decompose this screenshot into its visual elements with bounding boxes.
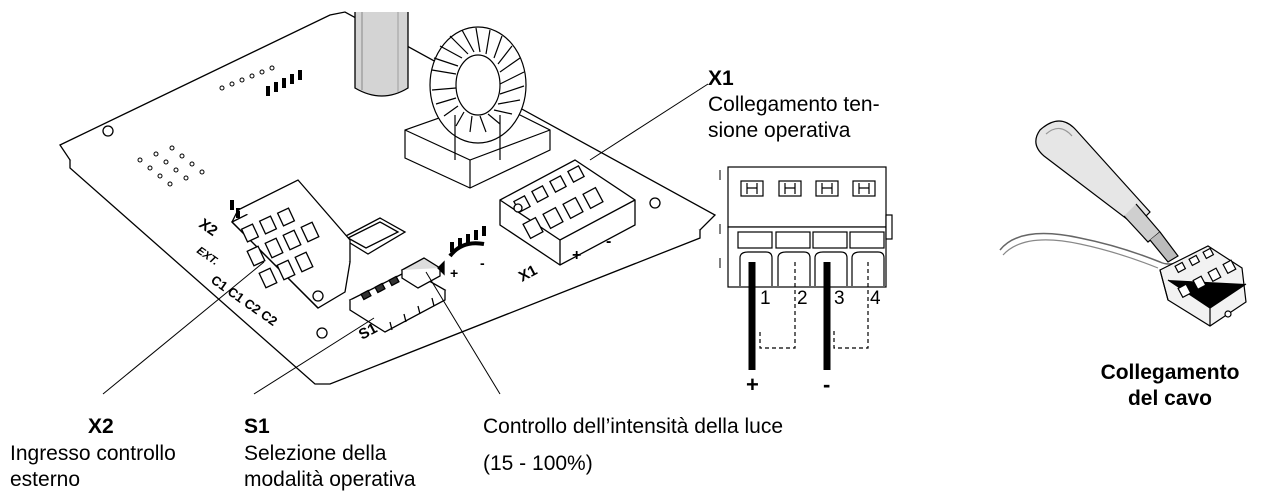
s1-callout-code: S1	[244, 415, 270, 438]
polarity-minus: -	[823, 372, 830, 397]
leader-lines	[102, 83, 709, 395]
dial-label-plus: +	[450, 265, 458, 281]
x2-connector	[230, 179, 351, 309]
x1-callout-line2: sione operativa	[708, 119, 851, 142]
capacitor	[354, 12, 409, 97]
leader-s1	[253, 317, 375, 395]
s1-callout-line2: modalità operativa	[244, 468, 416, 491]
terminal-wires	[748, 262, 869, 370]
board-dots	[137, 65, 275, 187]
board-label-x1: X1	[516, 262, 540, 286]
terminal-block	[719, 166, 893, 288]
cable-illustration	[999, 120, 1247, 327]
pin-number-3: 3	[834, 288, 845, 309]
cable-caption-line1: Collegamento	[1100, 361, 1240, 384]
leader-dimmer	[425, 271, 501, 395]
board-pins	[230, 70, 486, 252]
leader-x1	[589, 83, 709, 161]
x2-callout-code: X2	[88, 415, 114, 438]
dimmer-callout-line1: Controllo dell’intensità della luce	[483, 415, 784, 438]
toroid-inductor	[404, 26, 551, 189]
potentiometer	[400, 241, 485, 289]
x2-callout-line1: Ingresso controllo	[10, 442, 176, 465]
s1-callout-line1: Selezione della	[244, 442, 387, 465]
board-label-plus: +	[572, 247, 581, 264]
dial-label-minus: -	[480, 255, 485, 271]
crystal	[340, 217, 407, 255]
pin-number-2: 2	[797, 288, 808, 309]
leader-x2	[102, 261, 265, 395]
x1-board-connector	[499, 159, 636, 266]
terminal-labels: 1 2 3 4 + -	[746, 288, 881, 397]
pin-number-4: 4	[870, 288, 881, 309]
dimmer-callout-line2: (15 - 100%)	[483, 452, 593, 475]
x1-callout-code: X1	[708, 67, 734, 90]
cable-caption-line2: del cavo	[1127, 387, 1213, 410]
board-label-minus: -	[606, 233, 611, 250]
polarity-plus: +	[746, 372, 759, 397]
pin-number-1: 1	[760, 288, 771, 309]
x1-callout-line1: Collegamento ten-	[708, 93, 880, 116]
x2-callout-line2: esterno	[10, 468, 81, 491]
